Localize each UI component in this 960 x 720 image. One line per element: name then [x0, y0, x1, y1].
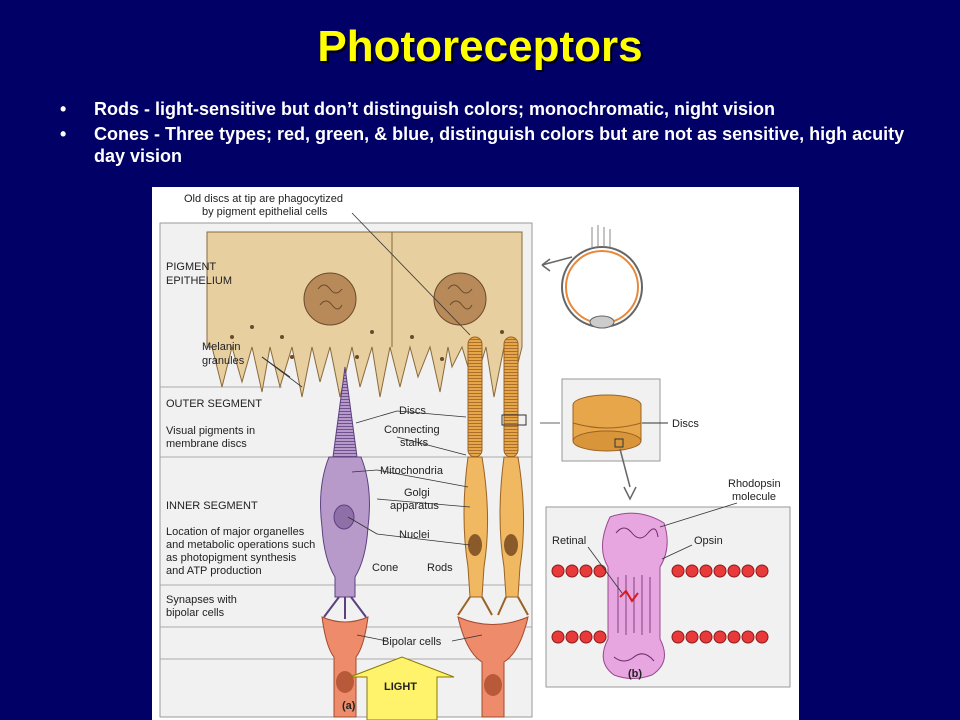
label-mitochondria: Mitochondria	[380, 465, 444, 477]
label-epithelium: EPITHELIUM	[166, 275, 232, 287]
light-arrow-icon	[349, 656, 455, 720]
label-panel-a: (a)	[342, 700, 356, 712]
bullet-marker: •	[60, 99, 67, 119]
label-pigment: PIGMENT	[166, 261, 216, 273]
bullet-item-cones: • Cones - Three types; red, green, & blu…	[60, 123, 930, 167]
label-melanin: Melanin	[202, 341, 241, 353]
label-location-3: as photopigment synthesis	[166, 552, 297, 564]
label-opsin: Opsin	[694, 535, 723, 547]
label-location-2: and metabolic operations such	[166, 539, 315, 551]
rod-cells	[457, 336, 529, 616]
cone-cell	[320, 366, 370, 619]
label-rhodopsin-2: molecule	[732, 491, 776, 503]
label-membrane-discs: membrane discs	[166, 438, 247, 450]
bullet-text-rods: Rods - light-sensitive but don’t disting…	[94, 99, 776, 119]
label-visual-pigments: Visual pigments in	[166, 425, 255, 437]
label-golgi: Golgi	[404, 487, 430, 499]
label-apparatus: apparatus	[390, 500, 439, 512]
label-retinal: Retinal	[552, 535, 586, 547]
label-old-discs-2: by pigment epithelial cells	[202, 206, 328, 218]
discs-inset	[501, 378, 668, 462]
label-synapses-2: bipolar cells	[166, 607, 225, 619]
label-synapses-1: Synapses with	[166, 594, 237, 606]
bipolar-cells	[321, 616, 529, 718]
label-discs-b: Discs	[672, 418, 699, 430]
label-rhodopsin-1: Rhodopsin	[728, 478, 781, 490]
eye-icon	[541, 225, 643, 329]
bullet-item-rods: • Rods - light-sensitive but don’t disti…	[60, 98, 930, 120]
bullet-marker: •	[60, 124, 67, 144]
label-granules: granules	[202, 355, 245, 367]
label-location-1: Location of major organelles	[166, 526, 305, 538]
slide-title: Photoreceptors	[317, 22, 643, 71]
pigment-epithelium	[206, 231, 523, 398]
label-connecting: Connecting	[384, 424, 440, 436]
diagram-svg: LIGHT (a) Old discs at tip are phagocyti…	[159, 193, 791, 720]
label-nuclei: Nuclei	[399, 529, 430, 541]
bullet-text-cones: Cones - Three types; red, green, & blue,…	[94, 124, 905, 166]
label-inner-segment: INNER SEGMENT	[166, 500, 258, 512]
label-location-4: and ATP production	[166, 565, 262, 577]
label-discs: Discs	[399, 405, 426, 417]
photoreceptor-diagram: LIGHT (a) Old discs at tip are phagocyti…	[152, 187, 799, 720]
label-light: LIGHT	[384, 681, 417, 693]
leader-lines	[261, 212, 483, 642]
label-old-discs: Old discs at tip are phagocytized	[184, 193, 343, 205]
rhodopsin-inset	[545, 502, 791, 688]
label-rods: Rods	[427, 562, 453, 574]
label-panel-b: (b)	[628, 668, 642, 680]
bullet-list: • Rods - light-sensitive but don’t disti…	[60, 98, 930, 170]
label-stalks: stalks	[400, 437, 429, 449]
label-bipolar-cells: Bipolar cells	[382, 636, 442, 648]
label-outer-segment: OUTER SEGMENT	[166, 398, 262, 410]
label-cone: Cone	[372, 562, 398, 574]
